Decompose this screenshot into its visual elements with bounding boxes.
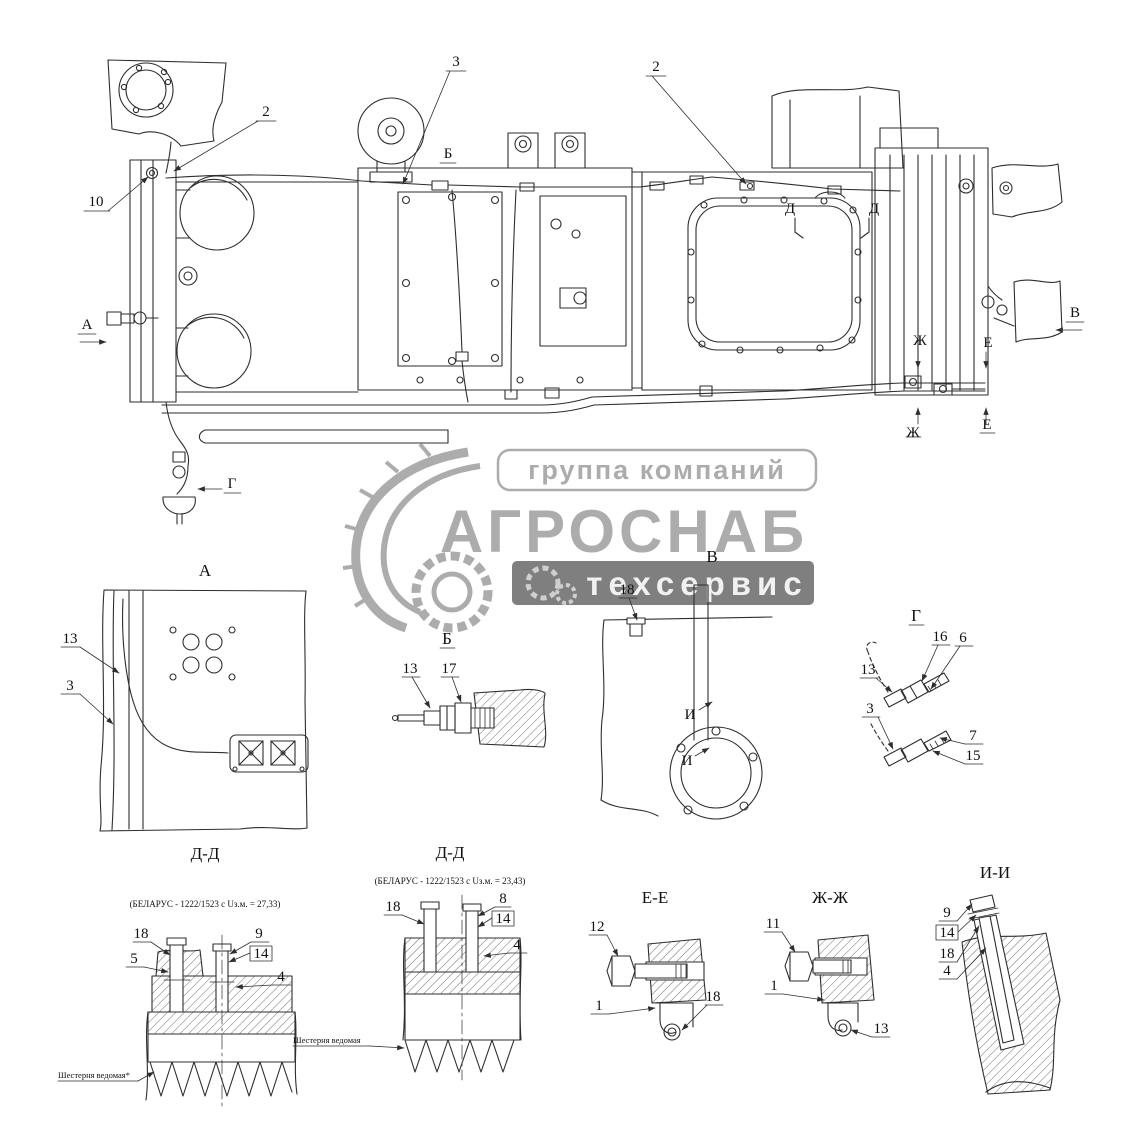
section-zh-callout-1: 1: [770, 978, 778, 994]
callout-2-right: 2: [652, 59, 660, 75]
watermark-frame: [496, 448, 818, 492]
section-ee-title: Е-Е: [642, 888, 668, 907]
section-dd2-drawing: [402, 894, 522, 1081]
section-dd2-callout-8: 8: [499, 891, 507, 907]
view-g-callout-15: 15: [966, 748, 981, 764]
section-dd1-callout-5: 5: [130, 951, 138, 967]
view-g-callout-3: 3: [866, 701, 874, 717]
section-ii-leaders: [935, 903, 987, 980]
section-mark-e-top: Е: [983, 335, 992, 351]
section-ee-callout-18: 18: [706, 989, 721, 1005]
view-b-callout-17: 17: [442, 661, 458, 677]
view-mark-b: Б: [444, 146, 453, 162]
view-v-leaders: [618, 597, 713, 757]
view-g-callout-16: 16: [933, 629, 949, 645]
view-b-drawing: [391, 688, 547, 748]
view-a-drawing: [99, 589, 309, 832]
view-mark-a: А: [82, 317, 93, 333]
section-ii-callout-18: 18: [940, 946, 955, 962]
section-zh-callout-11: 11: [766, 916, 780, 932]
view-mark-v: В: [1070, 305, 1080, 321]
main-callout-leaders: [77, 70, 1085, 494]
view-b-leaders: [401, 647, 462, 709]
view-b-title: Б: [442, 629, 452, 648]
callout-3: 3: [452, 54, 460, 70]
view-a-title: А: [199, 561, 212, 580]
section-zh-callout-13: 13: [874, 1021, 889, 1037]
gear-icon: [525, 565, 561, 601]
section-dd1-callout-9: 9: [255, 926, 263, 942]
section-dd1-callout-18: 18: [134, 926, 149, 942]
view-v-section-i-top: И: [685, 707, 696, 723]
view-g-drawing: [866, 641, 952, 767]
view-g-callout-13: 13: [861, 662, 876, 678]
view-v-drawing: [600, 584, 773, 820]
watermark: группа компаний АГРОСНАБ техсервис: [342, 442, 818, 633]
view-v-section-i-bottom: И: [682, 753, 693, 769]
view-a-callout-3: 3: [66, 678, 74, 694]
section-dd2-callout-14: 14: [496, 911, 512, 927]
view-g-callout-6: 6: [959, 630, 967, 646]
section-dd2-title: Д-Д: [436, 843, 465, 862]
section-dd2-callout-18: 18: [386, 899, 401, 915]
section-dd2-callout-4: 4: [513, 937, 521, 953]
watermark-band: [512, 561, 814, 605]
watermark-line1: группа компаний: [528, 455, 786, 485]
section-dd2-note: Шестерня ведомая: [293, 1035, 361, 1045]
section-mark-d-left: Д: [785, 201, 795, 217]
section-dd1-note: Шестерня ведомая*: [58, 1070, 130, 1080]
section-zh-leaders: [763, 931, 891, 1038]
section-ii-callout-14: 14: [940, 925, 956, 941]
watermark-line2: АГРОСНАБ: [440, 498, 808, 565]
section-mark-e-bottom: Е: [982, 417, 991, 433]
section-ee-callout-12: 12: [590, 919, 605, 935]
main-assembly-drawing: [106, 59, 1063, 525]
view-g-title: Г: [911, 606, 921, 625]
view-b-callout-13: 13: [403, 661, 418, 677]
view-g-leaders: [859, 624, 984, 765]
section-ee-leaders: [588, 934, 724, 1031]
section-zh-title: Ж-Ж: [812, 888, 849, 907]
section-ee-callout-1: 1: [595, 998, 603, 1014]
section-dd1-caption: (БЕЛАРУС - 1222/1523 с Uз.м. = 27,33): [130, 899, 281, 909]
section-zh-drawing: [784, 934, 875, 1037]
section-ii-title: И-И: [980, 863, 1010, 882]
section-dd1-title: Д-Д: [191, 844, 220, 863]
section-mark-zh-top: Ж: [913, 333, 927, 349]
callout-2-left: 2: [262, 104, 270, 120]
view-g-callout-7: 7: [969, 728, 977, 744]
section-dd1-callout-4: 4: [277, 969, 285, 985]
section-mark-d-right: Д: [869, 201, 879, 217]
gear-icon: [555, 583, 577, 605]
section-ii-drawing: [961, 894, 1061, 1095]
section-ii-callout-4: 4: [943, 963, 951, 979]
section-dd1-drawing: [145, 934, 298, 1109]
section-dd2-caption: (БЕЛАРУС - 1222/1523 с Uз.м. = 23,43): [375, 876, 526, 886]
view-a-callout-13: 13: [63, 631, 78, 647]
section-dd1-leaders: [57, 941, 292, 1082]
callout-10: 10: [89, 194, 104, 210]
section-dd1-callout-14: 14: [254, 946, 270, 962]
section-ii-callout-9: 9: [943, 905, 951, 921]
section-mark-zh-bottom: Ж: [906, 425, 920, 441]
wreath-logo: [342, 442, 493, 633]
view-mark-g: Г: [228, 476, 237, 492]
view-a-leaders: [60, 646, 120, 725]
section-ee-drawing: [606, 938, 707, 1041]
section-dd2-leaders: [292, 906, 528, 1051]
view-v-title: В: [706, 547, 717, 566]
view-v-callout-18: 18: [620, 582, 635, 598]
